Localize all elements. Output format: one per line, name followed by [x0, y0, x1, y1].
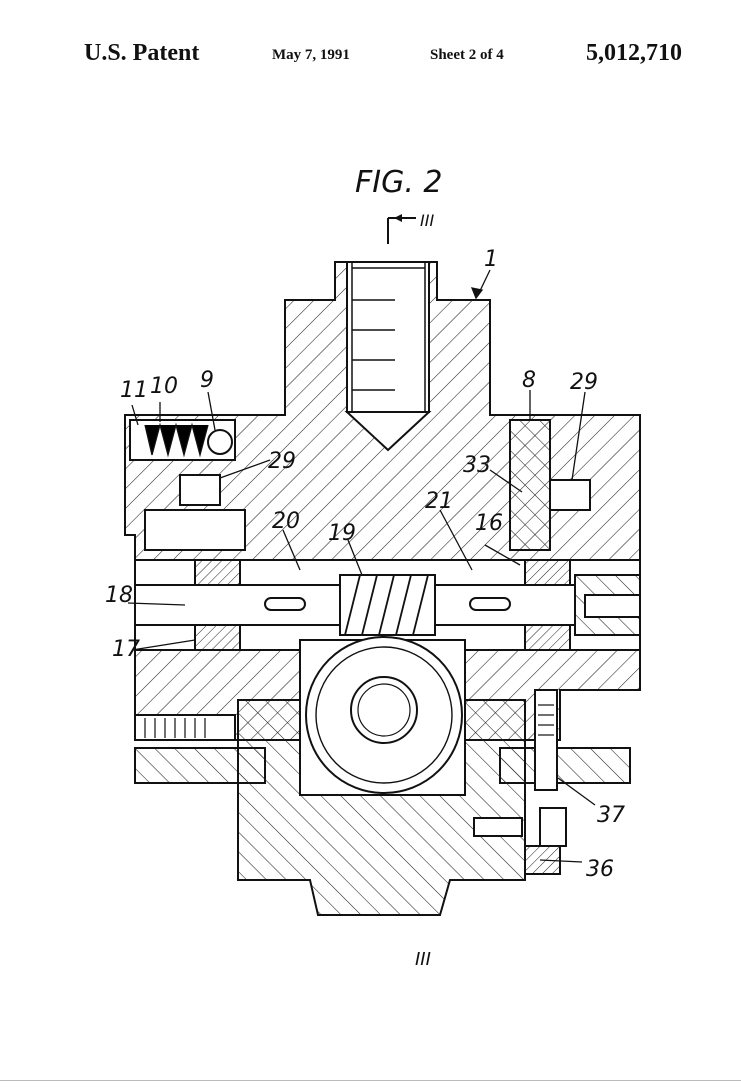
reference-numerals: 1 8 29 11 10 9 29 33 20 19 21 16 18 17 3… — [105, 247, 625, 882]
ref-10: 10 — [150, 374, 178, 399]
ref-29-right: 29 — [570, 370, 598, 395]
section-label-top: III — [420, 211, 434, 230]
section-label-bottom: III — [415, 949, 431, 970]
ref-29-left: 29 — [268, 449, 296, 474]
ref-20: 20 — [272, 509, 300, 534]
figure-title: FIG. 2 — [355, 165, 443, 200]
patent-number: 5,012,710 — [586, 40, 682, 66]
ref-1: 1 — [484, 247, 498, 272]
page-bottom-edge — [0, 1080, 741, 1081]
patent-date: May 7, 1991 — [272, 47, 350, 63]
ref-21: 21 — [425, 489, 453, 514]
section-marker-top: III — [387, 211, 434, 244]
sheet-indicator: Sheet 2 of 4 — [430, 47, 504, 63]
ref-19: 19 — [328, 521, 356, 546]
ref-8: 8 — [522, 368, 536, 393]
worm-wheel — [299, 636, 466, 796]
ref-37: 37 — [597, 803, 625, 828]
leader-lines — [127, 269, 596, 863]
ref-33: 33 — [463, 453, 491, 478]
patent-label: U.S. Patent — [84, 40, 200, 66]
housing — [124, 261, 641, 741]
ref-16: 16 — [475, 511, 503, 536]
ref-18: 18 — [105, 583, 133, 608]
ref-11: 11 — [120, 378, 148, 403]
ref-17: 17 — [112, 637, 140, 662]
ref-36: 36 — [586, 857, 614, 882]
ref-9: 9 — [200, 368, 214, 393]
